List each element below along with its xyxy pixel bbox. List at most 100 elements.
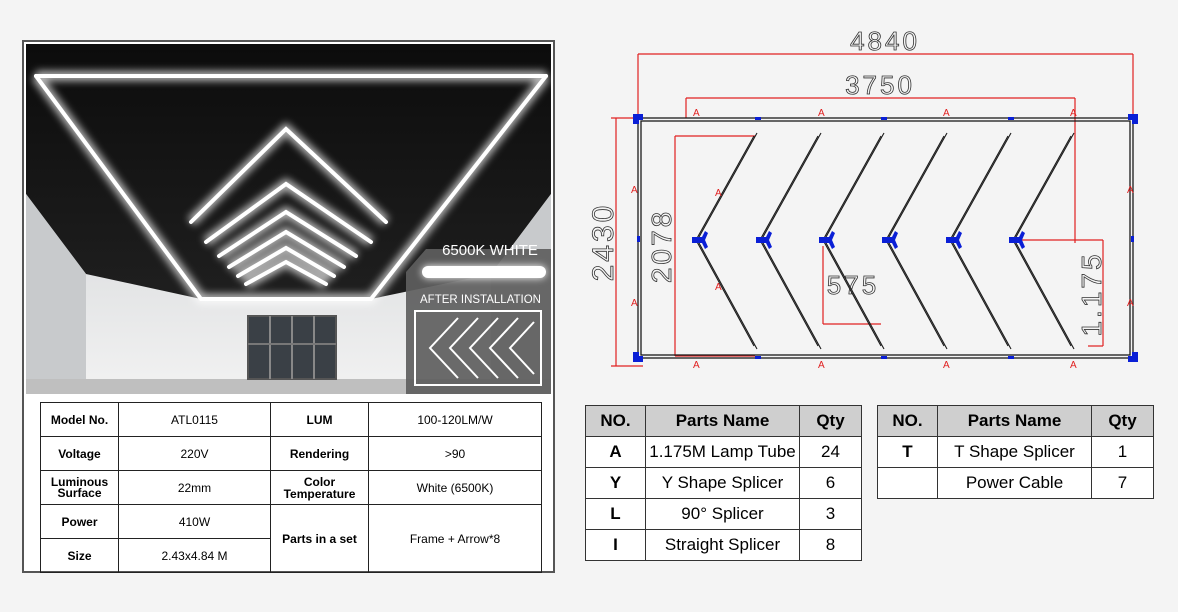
part-name: 1.175M Lamp Tube: [645, 436, 800, 468]
color-temp-label-line-2: Temperature: [283, 486, 356, 501]
luminous-value: 22mm: [118, 470, 271, 505]
parts-table-2: NO. Parts Name Qty T T Shape Splicer 1 P…: [877, 405, 1154, 499]
arrow-tube-lower: [762, 242, 822, 350]
tube-letter: A: [1070, 108, 1077, 119]
column-header: Parts Name: [645, 405, 800, 437]
part-code: I: [585, 529, 646, 561]
tube-letter: A: [818, 108, 825, 119]
arrow-tube-upper: [949, 135, 1009, 241]
splicer-markers: [633, 114, 1138, 362]
y-splicer-marker: [756, 231, 772, 249]
column-header: NO.: [585, 405, 646, 437]
dimension-lines: [611, 53, 1134, 367]
lum-label: LUM: [270, 402, 369, 437]
tube-letter: A: [693, 360, 700, 371]
tube-letter: A: [943, 108, 950, 119]
dim-tube-length: 1.175: [1076, 251, 1107, 336]
table-row: Size 2.43x4.84 M: [40, 538, 542, 573]
table-row: A 1.175M Lamp Tube 24: [585, 436, 862, 468]
tube-letter: A: [1127, 298, 1134, 309]
arrow-tube-lower: [952, 242, 1012, 350]
arrow-tube-upper: [825, 132, 885, 238]
part-qty: 8: [799, 529, 862, 561]
product-card: 6500K WHITE AFTER INSTALLATION Model No.…: [22, 40, 555, 573]
after-installation-label: AFTER INSTALLATION: [420, 294, 541, 306]
table-row: Y Y Shape Splicer 6: [585, 467, 862, 499]
part-code: Y: [585, 467, 646, 499]
part-qty: 6: [799, 467, 862, 499]
part-name: T Shape Splicer: [937, 436, 1092, 468]
table-row: Power 410W Parts in a set Frame + Arrow*…: [40, 504, 542, 573]
voltage-value: 220V: [118, 436, 271, 471]
dim-arrow-span: 3750: [845, 70, 915, 100]
table-header-row: NO. Parts Name Qty: [877, 405, 1154, 437]
dim-arrow-depth: 575: [827, 270, 879, 300]
tube-letter: A: [1070, 360, 1077, 371]
tube-letter: A: [715, 188, 722, 199]
table-header-row: NO. Parts Name Qty: [585, 405, 862, 437]
table-row: Power Cable 7: [877, 467, 1154, 499]
part-name: Y Shape Splicer: [645, 467, 800, 499]
arrow-tube-upper: [885, 135, 945, 241]
technical-drawing: A A A A A A A A A A A A A A 4840 3750 24…: [587, 28, 1138, 371]
arrow-tube-lower: [822, 239, 882, 347]
tube-letter: A: [631, 298, 638, 309]
arrow-tube-lower: [885, 239, 945, 347]
tube-letter: A: [818, 360, 825, 371]
voltage-label: Voltage: [40, 436, 119, 471]
part-qty: 24: [799, 436, 862, 468]
arrow-tube-lower: [1015, 242, 1075, 350]
arrow-tube-lower: [825, 242, 885, 350]
arrow-tube-upper: [1012, 135, 1072, 241]
tube-letters: A A A A A A A A A A A A A A: [631, 108, 1134, 371]
part-code: T: [877, 436, 938, 468]
column-header: Qty: [799, 405, 862, 437]
y-splicer-marker: [819, 231, 835, 249]
model-value: ATL0115: [118, 402, 271, 437]
arrow-tube-upper: [698, 132, 758, 238]
parts-table-1: NO. Parts Name Qty A 1.175M Lamp Tube 24…: [585, 405, 862, 561]
part-qty: 1: [1091, 436, 1154, 468]
tube-letter: A: [693, 108, 700, 119]
column-header: NO.: [877, 405, 938, 437]
tube-letter: A: [631, 185, 638, 196]
power-label: Power: [40, 504, 119, 539]
part-code: A: [585, 436, 646, 468]
luminous-label-line-1: Luminous: [50, 474, 109, 489]
tube-letter: A: [943, 360, 950, 371]
arrow-tube-upper: [888, 132, 948, 238]
light-bar-icon: [422, 266, 546, 278]
color-temp-badge: 6500K WHITE: [442, 242, 538, 259]
arrow-tube-upper: [822, 135, 882, 241]
arrow-tube-upper: [952, 132, 1012, 238]
arrow-tube-upper: [762, 132, 822, 238]
part-code: [877, 467, 938, 499]
spec-table: Model No. ATL0115 LUM 100-120LM/W Voltag…: [40, 402, 542, 573]
table-row: T T Shape Splicer 1: [877, 436, 1154, 468]
y-splicer-markers: [692, 231, 1025, 249]
dim-total-width: 4840: [850, 28, 920, 56]
y-splicer-marker: [946, 231, 962, 249]
column-header: Qty: [1091, 405, 1154, 437]
parts-label: Parts in a set: [270, 504, 369, 573]
part-code: L: [585, 498, 646, 530]
size-value: 2.43x4.84 M: [118, 538, 271, 573]
arrow-tube-lower: [949, 239, 1009, 347]
part-name: Power Cable: [937, 467, 1092, 499]
arrow-tube-lower: [695, 239, 755, 347]
tube-letter: A: [1127, 185, 1134, 196]
part-qty: 7: [1091, 467, 1154, 499]
lum-value: 100-120LM/W: [368, 402, 542, 437]
column-header: Parts Name: [937, 405, 1092, 437]
color-temp-label-line-1: Color: [303, 474, 336, 489]
tube-letter: A: [715, 282, 722, 293]
part-name: Straight Splicer: [645, 529, 800, 561]
parts-value: Frame + Arrow*8: [368, 504, 542, 573]
dim-arrow-height: 2078: [646, 209, 677, 283]
table-row: L 90° Splicer 3: [585, 498, 862, 530]
rendering-value: >90: [368, 436, 542, 471]
dim-total-height: 2430: [587, 203, 620, 282]
size-label: Size: [40, 538, 119, 573]
